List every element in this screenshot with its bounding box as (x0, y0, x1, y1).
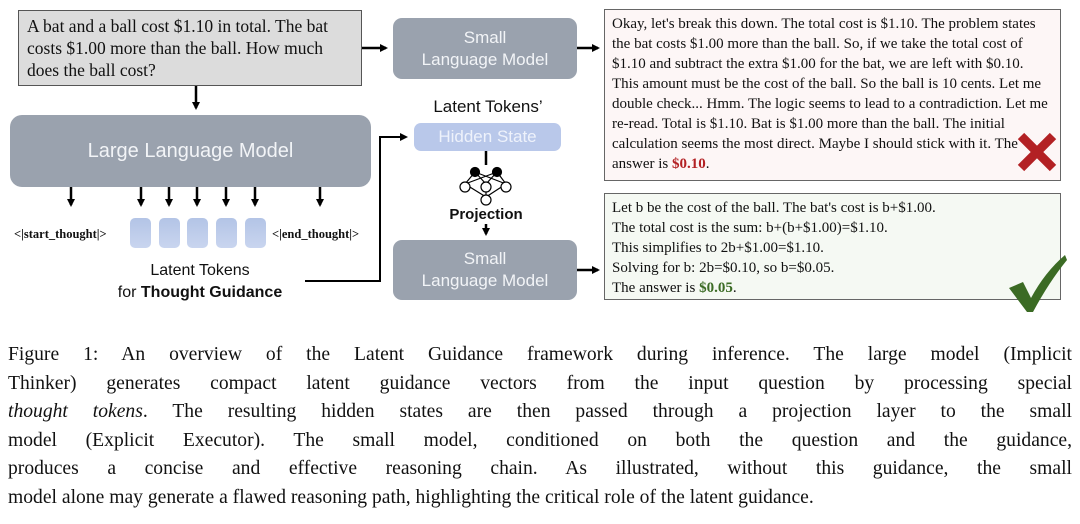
reasoning-line: Let b be the cost of the ball. The bat's… (612, 200, 936, 216)
answer-suffix: . (732, 280, 737, 296)
small-model-top-line2: Language Model (421, 49, 549, 69)
reasoning-text-wrong: Okay, let's break this down. The total c… (612, 16, 1048, 172)
hidden-state-title: Latent Tokens’ (433, 97, 543, 116)
caption-line-rest: . The resulting hidden states are then p… (142, 401, 1072, 422)
caption-line: thought tokens. The resulting hidden sta… (8, 398, 1072, 427)
latent-tokens-line2-prefix: for (117, 284, 141, 301)
start-thought-token: <|start_thought|> (14, 227, 107, 241)
reasoning-line: This simplifies to 2b+$1.00=$1.10. (612, 240, 824, 256)
large-language-model-box: Large Language Model (10, 115, 371, 187)
caption-line: Thinker) generates compact latent guidan… (8, 372, 1072, 394)
reasoning-line: Solving for b: 2b=$0.10, so b=$0.05. (612, 260, 835, 276)
answer-suffix: . (705, 156, 710, 172)
caption-line: model alone may generate a flawed reason… (8, 486, 814, 508)
projection-label: Projection (449, 206, 523, 223)
large-language-model-label: Large Language Model (87, 139, 294, 162)
reasoning-line: The answer is $0.05. (612, 278, 1053, 298)
caption-line: model (Explicit Executor). The small mod… (8, 429, 1072, 451)
latent-token (245, 218, 266, 248)
reasoning-line: The total cost is the sum: b+(b+$1.00)=$… (612, 220, 888, 236)
connector-layer (67, 44, 600, 282)
wrong-answer: $0.10 (672, 156, 706, 172)
caption-italic-term: thought tokens (8, 401, 143, 422)
small-model-bottom-line2: Language Model (421, 271, 549, 290)
hidden-state-label: Hidden State (438, 127, 537, 146)
caption-line: Figure 1: An overview of the Latent Guid… (8, 344, 1072, 365)
end-thought-token: <|end_thought|> (272, 227, 360, 241)
latent-token (130, 218, 151, 248)
cross-icon (1017, 132, 1057, 172)
hidden-state-box: Hidden State (414, 123, 561, 151)
answer-prefix: The answer is (612, 280, 700, 296)
latent-tokens-line2: for Thought Guidance (95, 282, 305, 304)
small-model-bottom-line1: Small (463, 249, 507, 268)
thought-guidance-label: Thought Guidance (140, 284, 283, 301)
latent-token (216, 218, 237, 248)
small-language-model-box-bottom: Small Language Model (393, 240, 577, 300)
small-model-top-line1: Small (463, 27, 507, 47)
latent-tokens-label: Latent Tokens for Thought Guidance (95, 260, 305, 304)
figure-caption: Figure 1: An overview of the Latent Guid… (8, 341, 1072, 512)
caption-line: produces a concise and effective reasoni… (8, 458, 1072, 479)
question-text: A bat and a ball cost $1.10 in total. Th… (27, 16, 329, 80)
output-with-guidance: Let b be the cost of the ball. The bat's… (604, 193, 1061, 300)
latent-token (159, 218, 180, 248)
checkmark-icon (1009, 255, 1067, 312)
latent-token (187, 218, 208, 248)
correct-answer: $0.05 (699, 280, 733, 296)
small-language-model-box-top: Small Language Model (393, 18, 577, 79)
neural-network-icon (459, 166, 512, 206)
arrow-guidance-to-hidden-state (305, 133, 408, 282)
llm-output-arrows (67, 187, 324, 207)
latent-tokens-line1: Latent Tokens (150, 262, 250, 279)
question-box: A bat and a ball cost $1.10 in total. Th… (18, 10, 362, 86)
output-without-guidance: Okay, let's break this down. The total c… (604, 9, 1061, 181)
